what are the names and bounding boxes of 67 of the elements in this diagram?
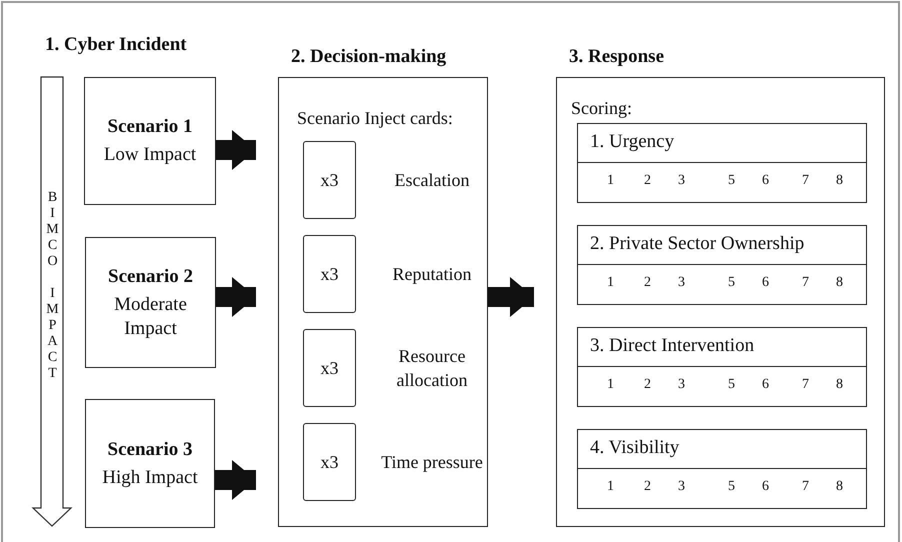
score-number: 7 <box>802 377 809 393</box>
scenario-box <box>85 399 215 528</box>
panel-heading: 3. Response <box>569 46 664 68</box>
score-number: 8 <box>836 173 843 189</box>
score-number: 5 <box>728 275 735 291</box>
criterion-title: 2. Private Sector Ownership <box>590 233 804 255</box>
score-number: 1 <box>607 377 614 393</box>
panel-subheading: Scenario Inject cards: <box>297 108 453 129</box>
score-number: 2 <box>644 275 651 291</box>
score-number: 3 <box>678 173 685 189</box>
card-label: Time pressure <box>380 451 484 474</box>
criterion-title: 4. Visibility <box>590 437 680 459</box>
score-number: 7 <box>802 173 809 189</box>
score-number: 1 <box>607 173 614 189</box>
scenario-impact: High Impact <box>101 466 199 490</box>
card-label: Escalation <box>394 169 470 192</box>
scenario-box <box>85 237 216 368</box>
score-number: 6 <box>762 377 769 393</box>
card-count: x3 <box>320 170 338 190</box>
card-count: x3 <box>320 358 338 378</box>
inject-card <box>303 423 356 501</box>
card-count: x3 <box>320 264 338 284</box>
score-number: 1 <box>607 275 614 291</box>
score-number: 3 <box>678 275 685 291</box>
score-number: 5 <box>728 173 735 189</box>
score-number: 2 <box>644 173 651 189</box>
column-heading: 1. Cyber Incident <box>45 34 187 56</box>
score-number: 2 <box>644 479 651 495</box>
axis-label: BIMCO IMPACT <box>44 190 61 382</box>
inject-card <box>303 329 356 407</box>
scenario-title: Scenario 3 <box>106 438 194 462</box>
panel-heading: 2. Decision-making <box>291 46 446 68</box>
score-number: 5 <box>728 377 735 393</box>
scoring-box <box>577 327 867 407</box>
criterion-title: 1. Urgency <box>590 131 674 153</box>
block-arrow <box>488 277 534 317</box>
scoring-box <box>577 225 867 305</box>
scoring-box <box>577 123 867 203</box>
inject-card <box>303 235 356 313</box>
panel-subheading: Scoring: <box>571 98 632 119</box>
score-number: 3 <box>678 479 685 495</box>
score-number: 7 <box>802 275 809 291</box>
score-number: 8 <box>836 377 843 393</box>
scenario-title: Scenario 2 <box>107 264 194 288</box>
scenario-title: Scenario 1 <box>106 115 194 139</box>
card-label: Resource allocation <box>396 345 468 392</box>
criterion-title: 3. Direct Intervention <box>590 335 754 357</box>
card-count: x3 <box>320 452 338 472</box>
inject-card <box>303 141 356 219</box>
score-number: 7 <box>802 479 809 495</box>
score-number: 6 <box>762 479 769 495</box>
card-label: Reputation <box>392 263 472 286</box>
score-number: 1 <box>607 479 614 495</box>
block-arrow <box>216 130 256 170</box>
score-number: 3 <box>678 377 685 393</box>
scenario-impact: Low Impact <box>102 143 198 167</box>
score-number: 8 <box>836 275 843 291</box>
score-number: 6 <box>762 275 769 291</box>
scenario-box <box>84 77 216 205</box>
block-arrow <box>215 460 256 500</box>
scoring-box <box>577 429 867 509</box>
score-number: 5 <box>728 479 735 495</box>
score-number: 8 <box>836 479 843 495</box>
score-number: 2 <box>644 377 651 393</box>
block-arrow <box>216 277 256 317</box>
score-number: 6 <box>762 173 769 189</box>
scenario-impact: Moderate Impact <box>113 292 188 340</box>
